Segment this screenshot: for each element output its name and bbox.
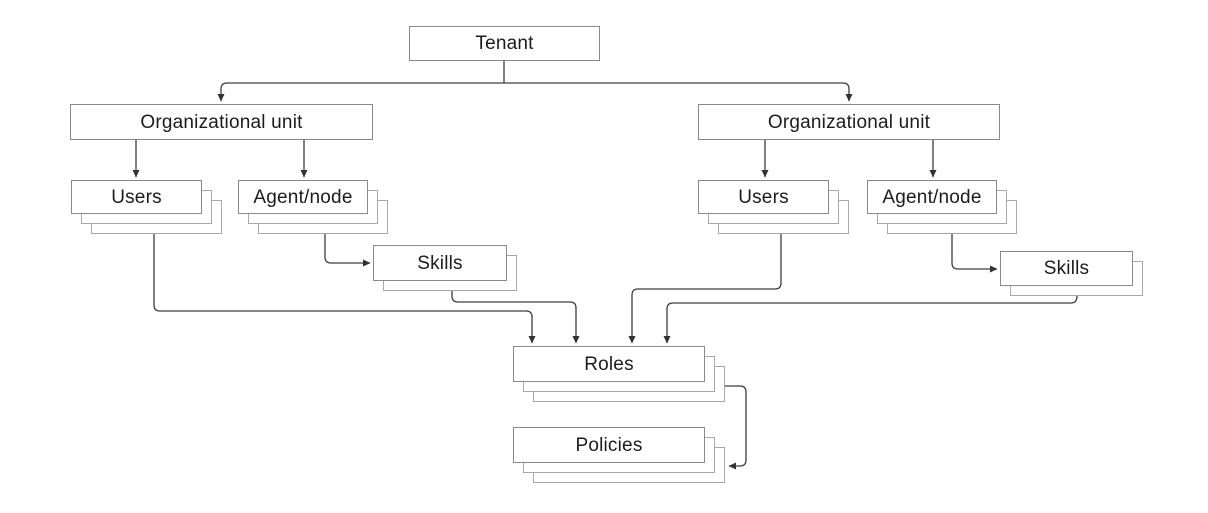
- node-label: Roles: [584, 353, 634, 375]
- edge-roles-to-policies: [725, 385, 747, 470]
- node-label: Users: [111, 186, 162, 208]
- node-agent-node-right: Agent/node: [867, 180, 1017, 234]
- node-label: Agent/node: [882, 186, 982, 208]
- node-box: Agent/node: [867, 180, 997, 214]
- node-org-unit-left: Organizational unit: [70, 104, 373, 140]
- node-box: Users: [698, 180, 829, 214]
- edge-skills-left-to-roles: [451, 291, 580, 344]
- node-users-right: Users: [698, 180, 849, 234]
- node-label: Users: [738, 186, 789, 208]
- edge-agent-right-to-skills-right: [951, 234, 998, 273]
- node-box: Agent/node: [238, 180, 368, 214]
- node-label: Skills: [417, 252, 463, 274]
- node-org-unit-right: Organizational unit: [698, 104, 1000, 140]
- edge-tenant-to-org-left: [217, 82, 504, 102]
- node-tenant: Tenant: [409, 26, 600, 61]
- node-box: Skills: [1000, 251, 1133, 286]
- node-agent-node-left: Agent/node: [238, 180, 388, 234]
- node-label: Skills: [1043, 258, 1090, 279]
- node-label: Organizational unit: [140, 111, 303, 133]
- edge-skills-right-to-roles: [663, 295, 1078, 344]
- edge-agent-left-to-skills-left: [324, 234, 371, 267]
- edge-users-right-to-roles: [628, 234, 782, 344]
- node-skills-right: Skills: [1000, 251, 1143, 296]
- edge-tenant-to-org-right: [504, 82, 853, 102]
- node-box: Roles: [513, 346, 705, 382]
- node-skills-left: Skills: [373, 245, 517, 291]
- node-label: Organizational unit: [767, 111, 931, 133]
- node-box: Organizational unit: [70, 104, 373, 140]
- node-box: Skills: [373, 245, 507, 281]
- node-policies: Policies: [513, 427, 725, 483]
- node-box: Organizational unit: [698, 104, 1000, 140]
- node-roles: Roles: [513, 346, 725, 402]
- node-box: Users: [71, 180, 202, 214]
- node-box: Tenant: [409, 26, 600, 61]
- node-label: Tenant: [475, 33, 534, 54]
- node-label: Policies: [575, 434, 643, 456]
- node-users-left: Users: [71, 180, 222, 234]
- node-box: Policies: [513, 427, 705, 463]
- node-label: Agent/node: [253, 186, 353, 208]
